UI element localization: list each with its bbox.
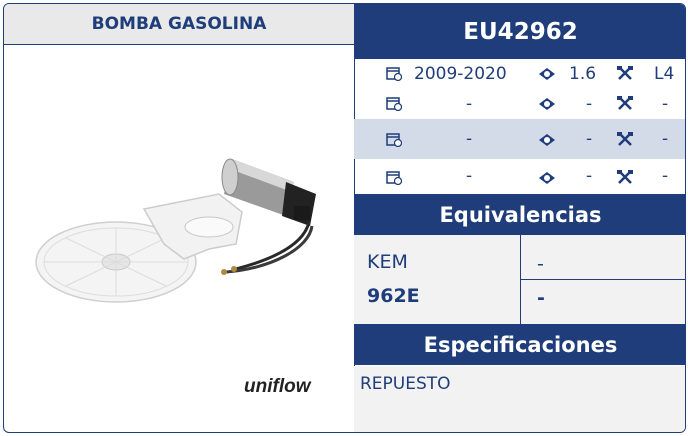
engine-icon <box>537 65 557 86</box>
spec-text: REPUESTO <box>360 374 451 394</box>
details-panel: EU42962 2009-2020 1.6 L4 - - <box>354 4 685 432</box>
years-value: - <box>466 166 473 186</box>
years-value: - <box>466 129 473 149</box>
engine-icon <box>537 169 557 190</box>
piston-icon <box>616 65 634 86</box>
years-value: 2009-2020 <box>414 64 507 84</box>
cylinders-value: L4 <box>654 64 675 84</box>
piston-icon <box>616 131 634 152</box>
category-title: BOMBA GASOLINA <box>4 4 355 45</box>
divider <box>520 279 685 280</box>
especificaciones-panel: REPUESTO <box>354 366 685 432</box>
calendar-icon <box>386 95 403 116</box>
engine-value: - <box>586 166 593 186</box>
calendar-icon <box>386 131 403 152</box>
piston-icon <box>616 95 634 116</box>
engine-value: - <box>586 129 593 149</box>
cylinders-value: - <box>662 129 669 149</box>
calendar-icon <box>386 169 403 190</box>
equiv-alt-number: - <box>537 287 545 309</box>
product-card: BOMBA GASOLINA uniflow <box>3 3 686 433</box>
years-value: - <box>466 94 473 114</box>
application-row: 2009-2020 1.6 L4 <box>354 59 685 89</box>
fuel-pump-illustration <box>35 158 316 303</box>
cylinders-value: - <box>662 166 669 186</box>
application-row: - - - <box>354 89 685 119</box>
piston-icon <box>616 169 634 190</box>
application-row: - - - <box>354 119 685 159</box>
engine-icon <box>537 131 557 152</box>
equivalencias-title: Equivalencias <box>354 194 685 235</box>
engine-icon <box>537 95 557 116</box>
equiv-number: 962E <box>367 285 420 307</box>
brand-logo: uniflow <box>244 376 311 397</box>
product-code: EU42962 <box>354 4 685 59</box>
engine-value: 1.6 <box>569 64 597 84</box>
calendar-icon <box>386 65 403 86</box>
product-image-panel: uniflow <box>4 44 355 432</box>
engine-value: - <box>586 94 593 114</box>
application-row: - - - <box>354 159 685 194</box>
cylinders-value: - <box>662 94 669 114</box>
equiv-alt-brand: - <box>537 253 544 275</box>
especificaciones-title: Especificaciones <box>354 324 685 365</box>
equivalencias-table: KEM 962E - - <box>354 235 685 324</box>
equiv-brand: KEM <box>367 251 408 273</box>
